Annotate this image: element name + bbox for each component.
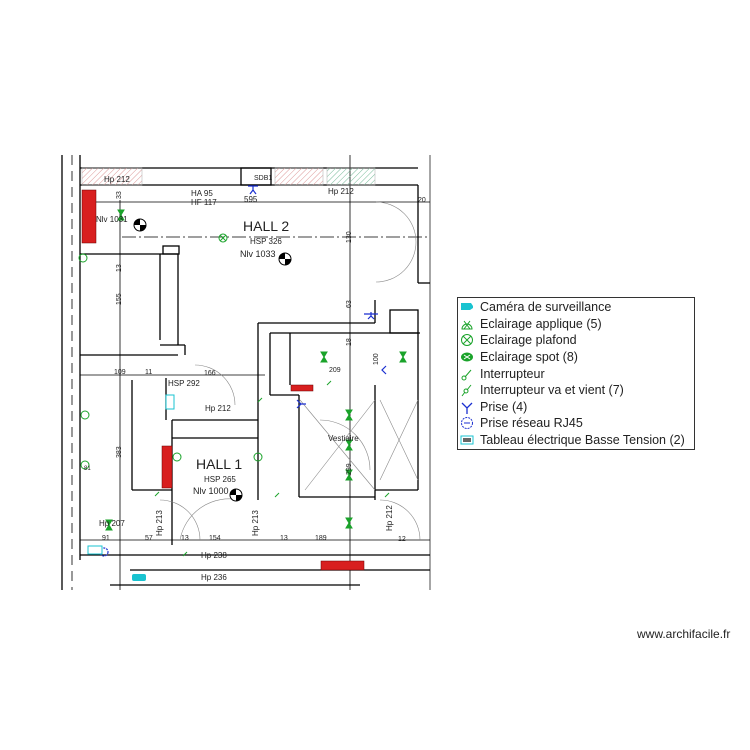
dim-label: 383 [116, 446, 123, 458]
hatched-wall-mid [274, 167, 324, 186]
dim-label: 33 [116, 191, 123, 199]
legend-item-rj45: Prise réseau RJ45 [460, 415, 694, 432]
legend: Caméra de surveillance Eclairage appliqu… [457, 297, 695, 451]
spot-light-icon [105, 209, 407, 531]
dim-label: 130 [346, 231, 353, 243]
dim-label: 595 [244, 195, 258, 204]
legend-label: Eclairage applique (5) [480, 316, 602, 331]
dim-label: 11 [145, 369, 152, 376]
dim-label: Hp 213 [155, 510, 164, 536]
dim-label: 189 [315, 535, 327, 542]
room-niveau: Nlv 1033 [240, 249, 276, 259]
footer-credit[interactable]: www.archifacile.fr [637, 627, 731, 641]
dim-label: 57 [145, 535, 153, 542]
dim-label: 100 [373, 353, 380, 365]
rj45-icon [460, 416, 474, 430]
radiator [290, 384, 314, 392]
camera-icon [132, 574, 146, 581]
electrical-panel-icon [460, 433, 474, 447]
dim-label: Nlv 1031 [96, 215, 128, 224]
dim-label: 18 [346, 338, 353, 346]
dim-label: 91 [102, 535, 110, 542]
spot-light-icon [460, 350, 474, 364]
room-name: HALL 2 [243, 218, 289, 234]
dim-label: 63 [346, 300, 353, 308]
legend-item-outlet: Prise (4) [460, 399, 694, 416]
legend-label: Prise réseau RJ45 [480, 416, 583, 431]
legend-item-wall-light: Eclairage applique (5) [460, 316, 694, 333]
hatched-wall-right [326, 167, 376, 186]
room-name: SDB1 [254, 175, 272, 182]
dim-label: Hp 212 [385, 505, 394, 531]
legend-item-spot-light: Eclairage spot (8) [460, 349, 694, 366]
dim-label: HA 95 [191, 189, 213, 198]
dim-label: 299 [346, 463, 353, 475]
legend-item-two-way-switch: Interrupteur va et vient (7) [460, 382, 694, 399]
outlet-icon [460, 400, 474, 414]
radiator [161, 445, 173, 489]
dim-label: 13 [116, 264, 123, 272]
room-hsp: HSP 265 [204, 475, 236, 484]
hatched-wall-left [81, 167, 143, 186]
dim-label: Hp 212 [328, 187, 354, 196]
room-name: HALL 1 [196, 456, 242, 472]
walls [61, 155, 431, 590]
two-way-switch-icon [460, 383, 474, 397]
legend-label: Eclairage spot (8) [480, 350, 578, 365]
legend-item-electrical-panel: Tableau électrique Basse Tension (2) [460, 432, 694, 449]
legend-item-ceiling-light: Eclairage plafond [460, 332, 694, 349]
dim-label: HF 117 [191, 198, 217, 207]
legend-label: Interrupteur va et vient (7) [480, 383, 624, 398]
ceiling-light-icon [218, 233, 228, 243]
dim-label: Hp 236 [201, 573, 227, 582]
room-hsp: HSP 326 [250, 237, 282, 246]
dim-label: 155 [116, 293, 123, 305]
radiators [81, 189, 365, 571]
legend-item-switch: Interrupteur [460, 365, 694, 382]
dim-label: 109 [114, 369, 126, 376]
dim-label: Hp 213 [251, 510, 260, 536]
dim-label: 166 [204, 370, 216, 377]
dim-label: 81 [84, 466, 91, 472]
dim-label: 13 [280, 535, 288, 542]
wall-light-icon [460, 317, 474, 331]
legend-label: Eclairage plafond [480, 333, 577, 348]
radiator [320, 560, 365, 571]
dim-label: Hp 212 [104, 175, 130, 184]
legend-item-camera: Caméra de surveillance [460, 299, 694, 316]
legend-label: Interrupteur [480, 366, 545, 381]
ceiling-light-icon [460, 333, 474, 347]
camera-icon [460, 300, 474, 314]
dim-label: HSP 292 [168, 379, 200, 388]
outlet-icons [99, 185, 387, 557]
dim-label: 20 [418, 197, 426, 204]
legend-label: Prise (4) [480, 399, 528, 414]
dim-label: 12 [398, 536, 406, 543]
legend-label: Caméra de surveillance [480, 300, 612, 315]
legend-label: Tableau électrique Basse Tension (2) [480, 433, 685, 448]
dim-label: 209 [329, 367, 341, 374]
dim-label: 154 [209, 535, 221, 542]
dim-label: Hp 212 [205, 404, 231, 413]
dim-label: 13 [181, 535, 189, 542]
electrical-symbols [78, 209, 407, 557]
dim-label: Hp 238 [201, 551, 227, 560]
dim-label: Hp 207 [99, 519, 125, 528]
doors [159, 201, 421, 541]
radiator [81, 189, 97, 244]
electrical-panel-icon [165, 394, 175, 410]
room-name: Vestiaire [328, 434, 359, 443]
room-niveau: Nlv 1000 [193, 486, 229, 496]
switch-icon [460, 367, 474, 381]
niveau-markers [133, 218, 292, 502]
electrical-panel-icon [87, 545, 103, 555]
